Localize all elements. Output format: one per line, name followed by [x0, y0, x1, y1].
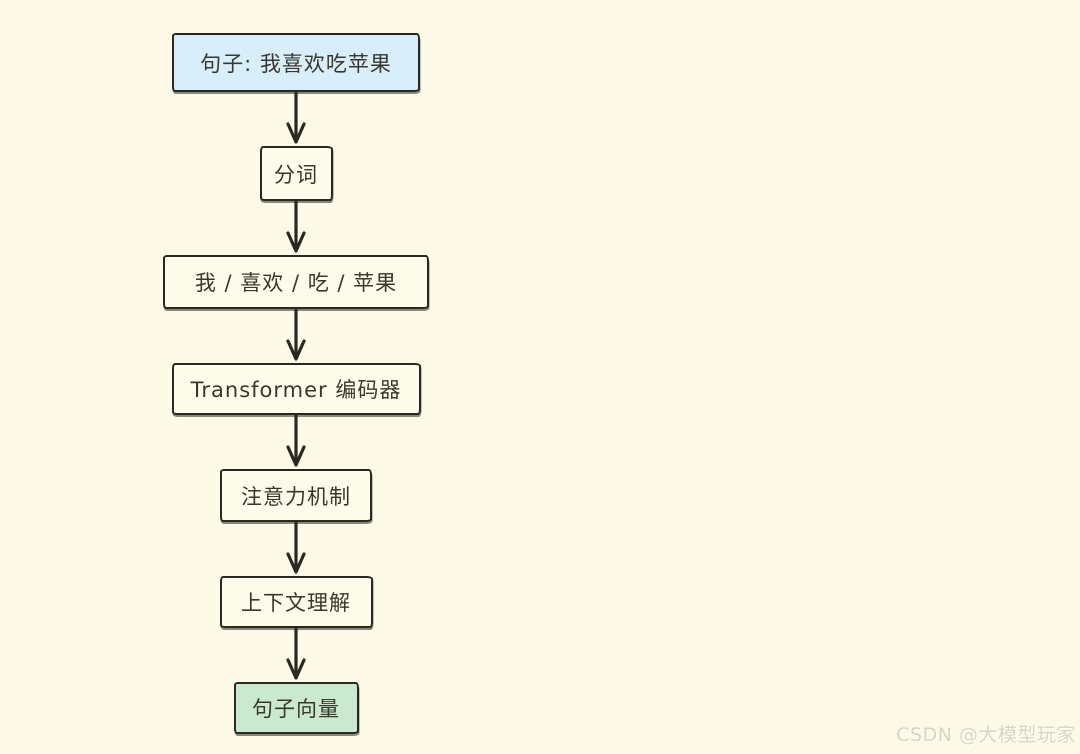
flow-node-label: 分词 — [274, 162, 318, 187]
arrow-down-icon — [286, 309, 306, 361]
flow-node-transformer-encoder: Transformer 编码器 — [171, 363, 421, 415]
arrow-down-icon — [286, 628, 306, 680]
watermark: CSDN @大模型玩家 — [896, 724, 1076, 746]
flowchart: 句子: 我喜欢吃苹果 分词 我 / 喜欢 / 吃 / 苹果 Transforme… — [0, 33, 592, 734]
flow-node-label: Transformer 编码器 — [190, 378, 402, 402]
flow-node-label: 上下文理解 — [241, 591, 351, 615]
arrow-down-icon — [286, 415, 306, 467]
flow-node-sentence-vector: 句子向量 — [233, 682, 359, 734]
flow-node-label: 句子: 我喜欢吃苹果 — [200, 51, 392, 76]
flow-node-label: 句子向量 — [252, 697, 340, 721]
flow-node-tokenize: 分词 — [259, 146, 333, 201]
arrow-down-icon — [286, 201, 306, 253]
flow-node-attention-mechanism: 注意力机制 — [220, 469, 372, 522]
arrow-down-icon — [286, 522, 306, 574]
flow-node-label: 我 / 喜欢 / 吃 / 苹果 — [194, 271, 398, 295]
flow-node-label: 注意力机制 — [241, 484, 351, 509]
flow-node-sentence-input: 句子: 我喜欢吃苹果 — [172, 33, 420, 92]
flow-node-context-understanding: 上下文理解 — [219, 576, 373, 628]
flow-node-token-list: 我 / 喜欢 / 吃 / 苹果 — [163, 255, 429, 309]
arrow-down-icon — [286, 92, 306, 144]
